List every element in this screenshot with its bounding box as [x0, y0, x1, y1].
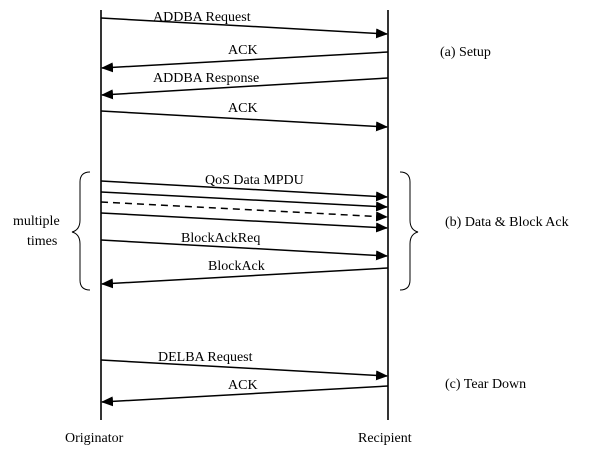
blockack-label: BlockAck	[208, 259, 265, 274]
originator-label: Originator	[65, 431, 124, 446]
times-label: times	[27, 234, 57, 249]
ack-3-arrow	[101, 385, 389, 407]
ack-2-arrow	[100, 110, 388, 132]
addba-request-label: ADDBA Request	[153, 10, 251, 25]
tear-down-phase-label: (c) Tear Down	[445, 377, 526, 392]
ack-2-label: ACK	[228, 101, 258, 116]
blockackreq-label: BlockAckReq	[181, 231, 260, 246]
addba-response-arrow	[101, 77, 389, 100]
data-block-ack-phase-label: (b) Data & Block Ack	[445, 215, 569, 230]
delba-request-arrow	[100, 359, 388, 381]
ack-1-arrow	[101, 51, 389, 73]
setup-phase-label: (a) Setup	[440, 45, 491, 60]
left-brace	[71, 171, 91, 291]
qos-data-arrow-1	[100, 180, 388, 202]
blockack-arrow	[101, 267, 389, 289]
qos-data-arrow-3	[100, 212, 388, 233]
addba-response-label: ADDBA Response	[153, 71, 259, 86]
ack-3-label: ACK	[228, 378, 258, 393]
multiple-label: multiple	[13, 214, 60, 229]
qos-data-label: QoS Data MPDU	[205, 173, 304, 188]
ack-1-label: ACK	[228, 43, 258, 58]
qos-data-arrow-2	[100, 191, 388, 212]
recipient-label: Recipient	[358, 431, 412, 446]
blockackreq-arrow	[100, 239, 388, 261]
right-brace	[399, 171, 419, 291]
delba-request-label: DELBA Request	[158, 350, 253, 365]
addba-request-arrow	[100, 17, 388, 39]
